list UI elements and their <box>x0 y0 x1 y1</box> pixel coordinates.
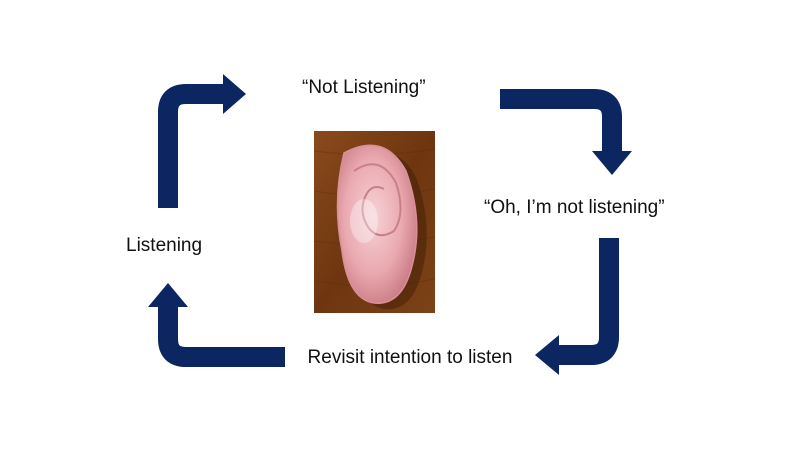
arrow-revisit-to-listening <box>148 283 285 367</box>
arrow-realize-to-revisit <box>535 238 619 375</box>
step-listening-label: Listening <box>126 235 203 256</box>
shell-inner-curl <box>353 163 402 237</box>
arrow-listening-to-not-listening <box>158 74 246 208</box>
arrow-not-listening-to-realize <box>500 89 632 175</box>
step-realize-label: “Oh, I’m not listening” <box>484 197 665 218</box>
step-not-listening-label: “Not Listening” <box>302 77 426 98</box>
step-revisit-label: Revisit intention to listen <box>307 347 513 368</box>
shell-highlight <box>350 199 378 243</box>
ear-shell-image <box>314 131 435 313</box>
